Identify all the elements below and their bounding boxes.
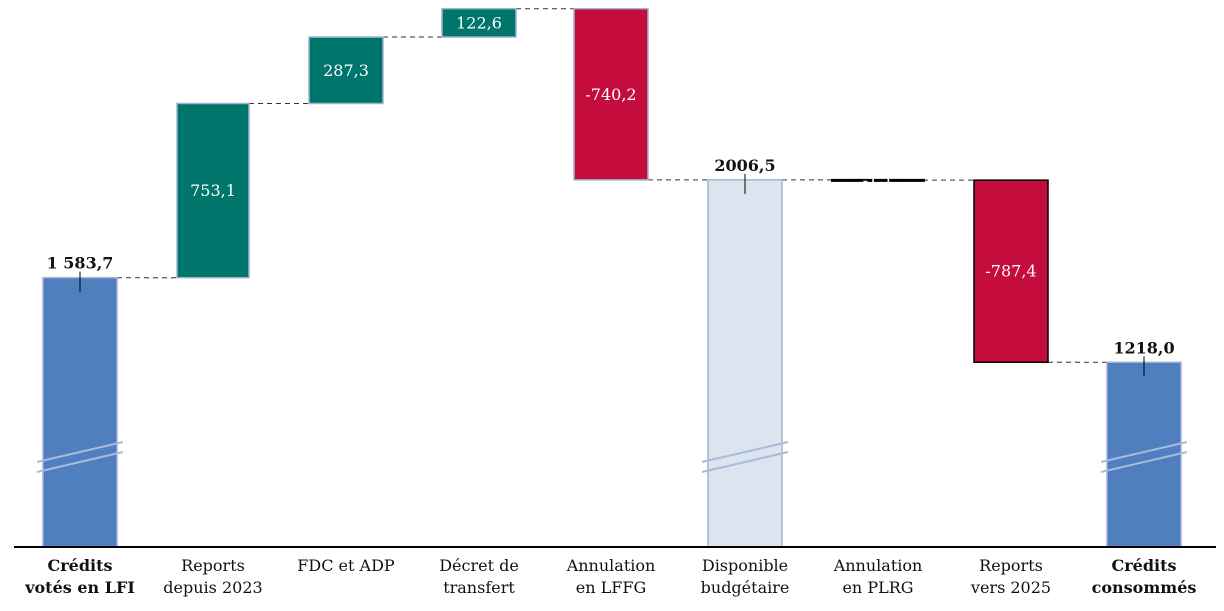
bar-7 [973, 179, 1049, 364]
value-label-5: 2006,5 [714, 156, 775, 175]
value-label-6: -1,1 [863, 171, 894, 190]
value-label-1: 753,1 [190, 181, 236, 200]
value-labels: 1 583,7 753,1 287,3 122,6 -740,2 2006,5 -1,1 -7… [47, 13, 1175, 377]
bar-1 [176, 102, 250, 279]
value-label-3: 122,6 [456, 13, 502, 32]
bar-8 [1106, 361, 1182, 548]
bar-5 [707, 179, 783, 548]
axis-break-mark [701, 441, 789, 463]
axis-break-mark [1100, 451, 1188, 473]
bar-3 [441, 7, 517, 38]
axis-break-mark [36, 441, 124, 463]
value-label-7: -787,4 [985, 262, 1036, 281]
axis-break-mark [36, 451, 124, 473]
bar-0 [42, 276, 118, 548]
bar-4 [573, 7, 649, 181]
bar-2 [308, 36, 384, 105]
axis-break-mark [701, 451, 789, 473]
category-label-2: FDC et ADP [297, 556, 395, 575]
value-label-4: -740,2 [585, 85, 636, 104]
value-label-0: 1 583,7 [47, 254, 114, 273]
axis-break-mark [1100, 441, 1188, 463]
value-label-8: 1218,0 [1113, 338, 1174, 357]
value-label-2: 287,3 [323, 61, 369, 80]
bars-group [36, 7, 1188, 548]
